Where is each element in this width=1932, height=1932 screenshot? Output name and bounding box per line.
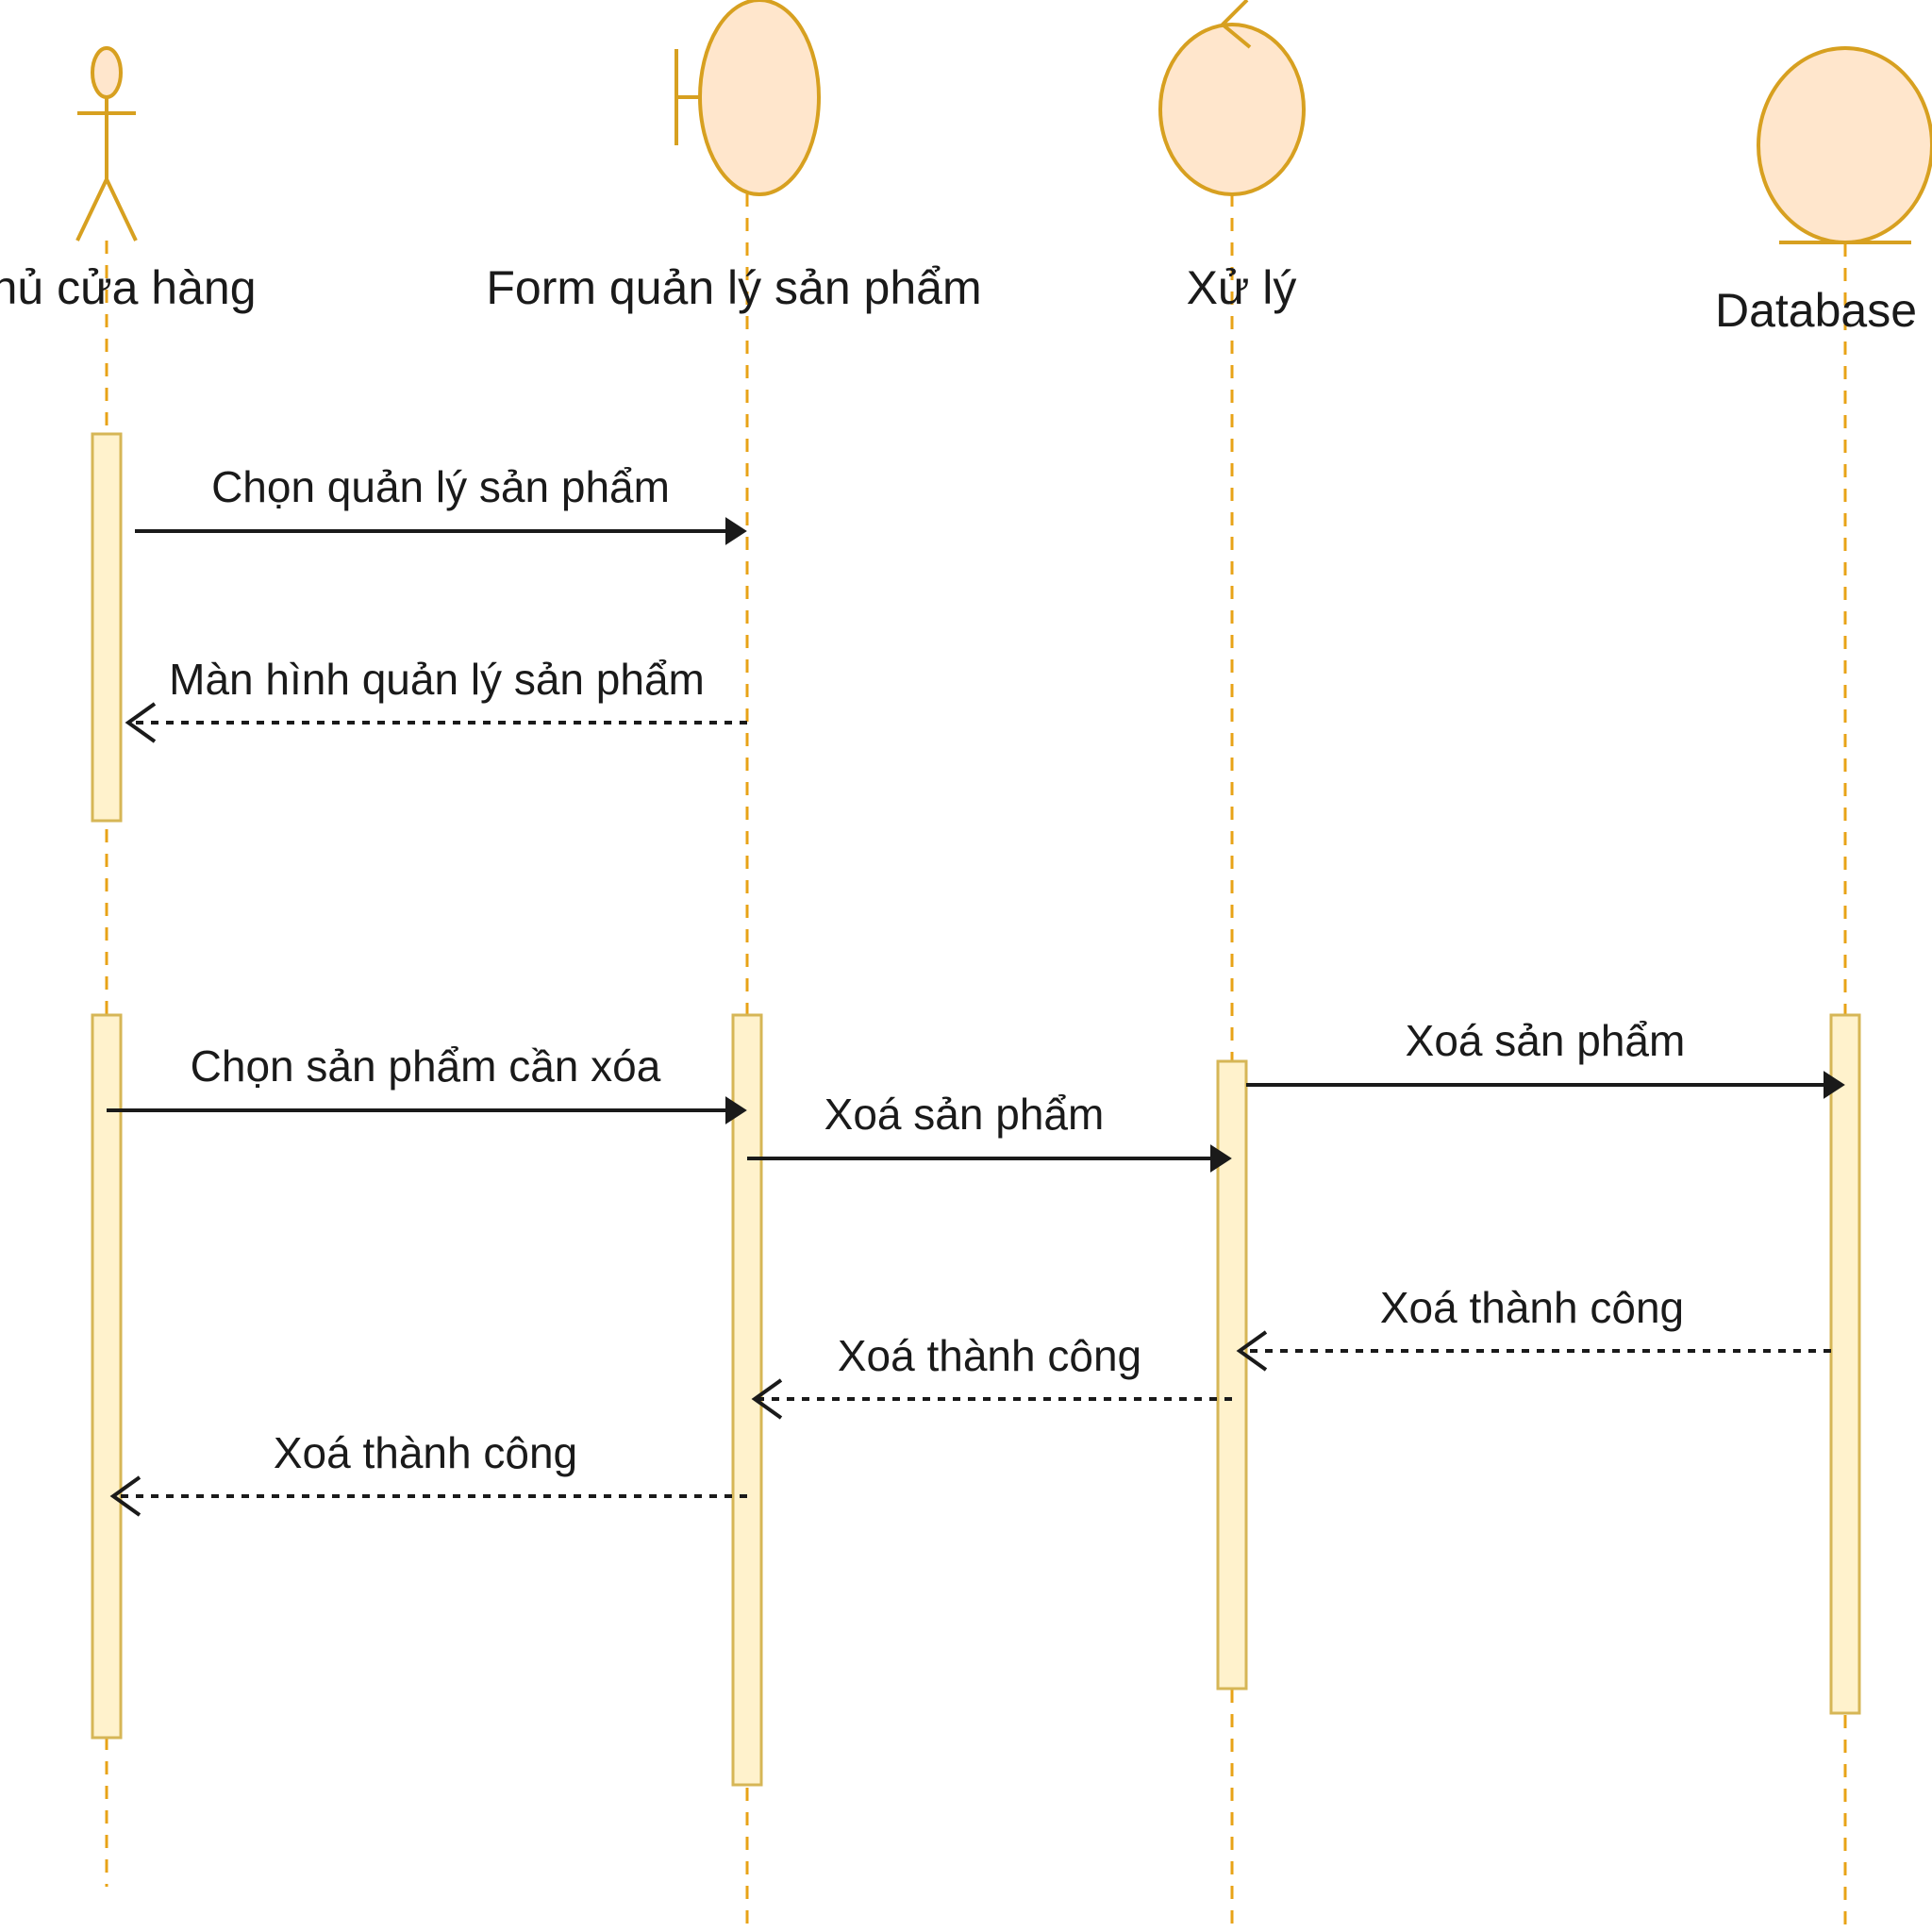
message-label-m1: Chọn quản lý sản phẩm xyxy=(211,462,670,511)
message-m2: Màn hình quản lý sản phẩm xyxy=(125,655,747,743)
message-label-m3: Chọn sản phẩm cần xóa xyxy=(191,1041,661,1091)
actor-icon xyxy=(75,46,138,242)
message-m7: Xoá thành công xyxy=(751,1331,1232,1420)
activation-database xyxy=(1829,1013,1861,1715)
message-m3: Chọn sản phẩm cần xóa xyxy=(107,1041,747,1124)
message-label-m7: Xoá thành công xyxy=(838,1331,1141,1380)
boundary-icon xyxy=(675,0,821,196)
message-m4: Xoá sản phẩm xyxy=(747,1090,1232,1173)
message-label-m2: Màn hình quản lý sản phẩm xyxy=(169,655,705,704)
activation-actor-2 xyxy=(91,1013,123,1740)
activation-control xyxy=(1216,1059,1248,1690)
message-m5: Xoá sản phẩm xyxy=(1246,1016,1845,1099)
message-m1: Chọn quản lý sản phẩm xyxy=(135,462,747,545)
participant-label-actor: Chủ cửa hàng xyxy=(0,261,257,314)
entity-icon xyxy=(1757,46,1932,244)
participant-label-control: Xử lý xyxy=(1187,261,1297,314)
participant-label-form: Form quản lý sản phẩm xyxy=(486,261,981,314)
participant-label-database: Database xyxy=(1715,284,1917,337)
message-label-m5: Xoá sản phẩm xyxy=(1406,1016,1686,1065)
message-m6: Xoá thành công xyxy=(1236,1283,1831,1372)
message-label-m4: Xoá sản phẩm xyxy=(824,1090,1105,1139)
control-icon xyxy=(1158,0,1306,196)
activation-actor-1 xyxy=(91,432,123,823)
message-label-m8: Xoá thành công xyxy=(274,1428,577,1477)
message-m8: Xoá thành công xyxy=(109,1428,747,1517)
message-label-m6: Xoá thành công xyxy=(1380,1283,1684,1332)
